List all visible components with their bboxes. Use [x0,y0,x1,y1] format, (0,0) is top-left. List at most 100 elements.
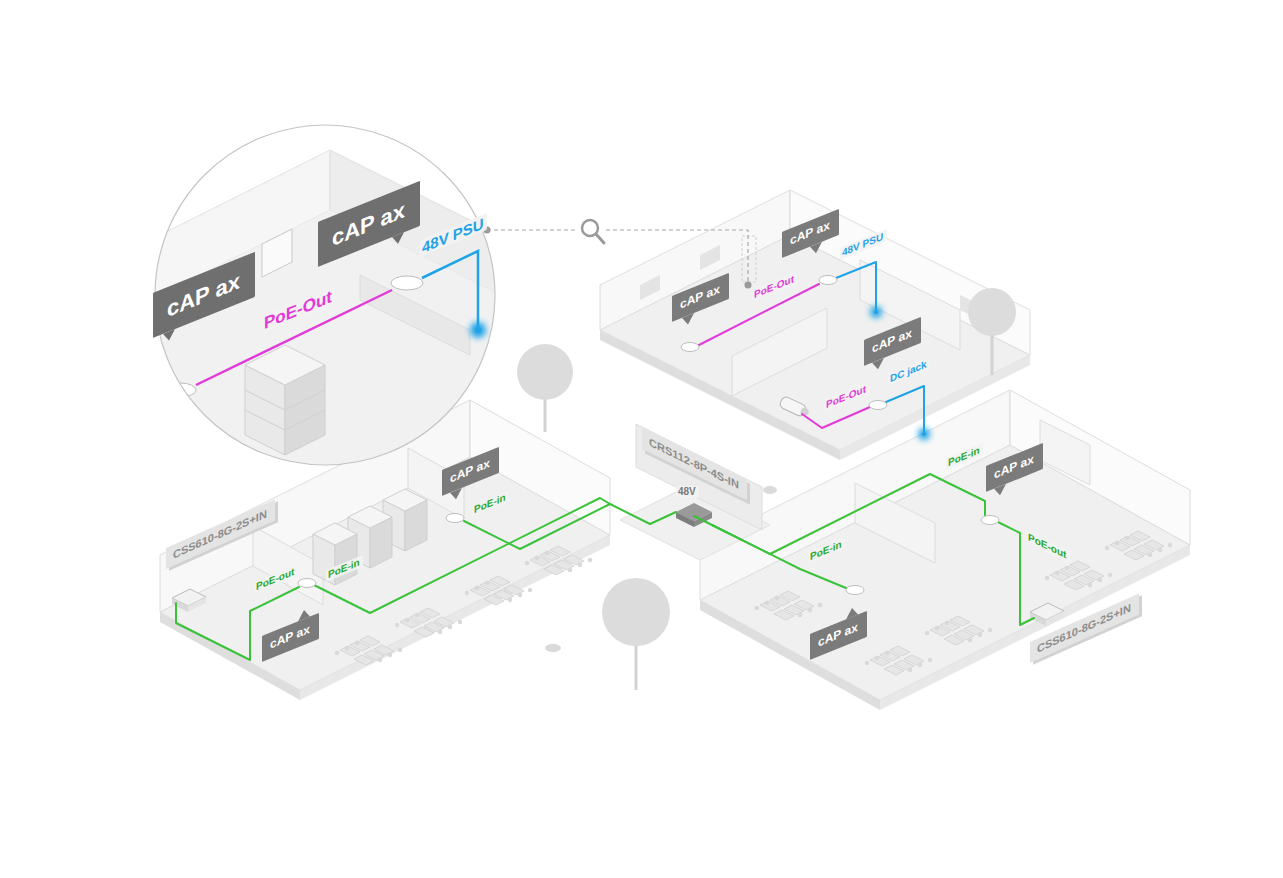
ap-callout: cAP ax [318,181,420,268]
psu-glow [918,428,930,440]
trees [763,486,777,494]
poe-label: PoE-in [946,443,983,469]
callout-tail [846,606,858,620]
ap-callout: cAP ax [262,613,319,662]
right-building [855,483,935,563]
power-label: 48V PSU [840,229,887,259]
poe-wires [802,407,870,428]
access-points [446,514,464,523]
poe-wires [464,504,676,549]
callout-tail [872,358,884,372]
server-rack [245,345,325,455]
node-text: cAP ax [332,196,406,251]
trees [991,334,994,375]
zoom-view [150,120,510,480]
right-building [700,390,1190,710]
power-label: DC jack [888,357,930,385]
zoom-pointer [596,234,604,243]
poe-label: PoE-Out [824,382,869,412]
zoom-view [155,125,495,465]
callout-tail [163,329,175,343]
node-text: cAP ax [818,620,859,650]
trees [517,288,1016,690]
access-points [869,401,887,410]
node-text: CRS112-8P-4S-IN [649,435,740,492]
poe-label: PoE-in [472,490,509,516]
ap-callout: cAP ax [864,317,921,366]
voltage-label: 48V [676,486,699,498]
callout-tail [298,608,310,622]
server-rack [245,390,325,430]
psu-glow [874,310,878,314]
left-building [335,636,402,665]
zoom-view [150,120,510,480]
access-points [681,343,699,352]
zoom-view [475,327,481,333]
switch-label: CSS610-8G-2S+IN [1030,593,1139,662]
security-camera [779,395,811,419]
trees [635,644,638,690]
zoom-view [164,383,196,397]
zoom-pointer [745,282,752,289]
devices [172,598,188,612]
ap-callout: cAP ax [153,252,255,339]
devices [188,597,206,612]
callout-tail [450,488,462,502]
trees [545,644,561,652]
zoom-view [391,276,423,290]
node-text: cAP ax [872,326,913,356]
switch-room [636,424,762,530]
poe-wires [314,498,610,613]
right-building [1105,531,1172,560]
upper-building [640,275,660,300]
poe-label: PoE-Out [752,272,797,302]
poe-label: PoE-out [1026,530,1070,563]
server-rack [245,345,325,385]
zoom-view [422,251,478,328]
trees [517,344,573,400]
ap-callout: cAP ax [810,611,867,660]
node-text: cAP ax [167,267,241,322]
server-rack [313,523,357,545]
right-building [755,591,822,620]
callout-tail [994,484,1006,498]
right-building [925,616,992,645]
psu-glow [870,306,882,318]
server-rack [313,489,427,585]
access-points [298,579,316,588]
node-text: cAP ax [680,282,721,312]
left-building [525,546,592,575]
poe-wires [886,386,924,432]
zoom-view [360,275,470,355]
poe-label: PoE-in [326,555,363,581]
right-building [1040,420,1090,485]
callout-tail [392,233,404,247]
access-points [981,516,999,525]
psu-glow [922,432,926,436]
poe-wires [836,262,876,310]
poe-wires [712,474,985,554]
zoom-pointer [484,216,752,289]
node-text: cAP ax [450,456,491,486]
switch-label: CSS610-8G-2S+IN [166,499,275,568]
devices [1046,611,1064,626]
trees [602,578,670,646]
zoom-view [262,229,292,277]
zoom-pointer [487,230,748,285]
ap-callout: cAP ax [782,209,839,258]
left-building [465,576,532,605]
ap-callout: cAP ax [672,273,729,322]
callout-tail [810,242,822,256]
upper-building [742,236,756,282]
switch-room [676,512,694,527]
ap-callout: cAP ax [442,447,499,496]
node-text: CSS610-8G-2S+IN [173,507,268,562]
poe-label: PoE-Out [262,286,335,335]
trees [544,398,547,432]
access-points [846,586,864,595]
node-text: cAP ax [994,452,1035,482]
right-building [1045,561,1112,590]
trees [968,288,1016,336]
access-points [819,276,837,285]
